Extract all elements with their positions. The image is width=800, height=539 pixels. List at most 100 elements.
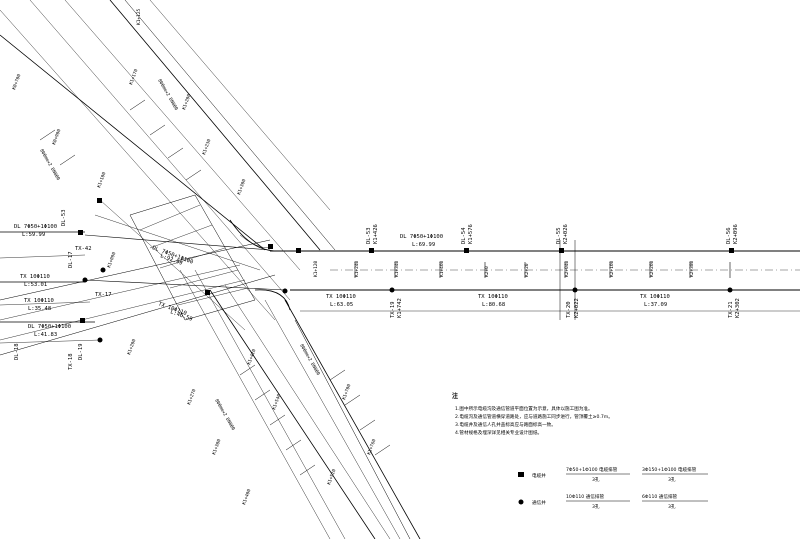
diag-road-edge-2 — [0, 34, 266, 251]
legend-spec: 6Φ110 通信排管 — [642, 493, 678, 500]
cable-well — [729, 248, 734, 253]
left-cable-spec: TX 10Φ110 — [20, 274, 50, 280]
left-tag: DL-53 — [61, 209, 67, 226]
cable-well — [268, 244, 273, 249]
label-dl55: DL-55 — [556, 227, 562, 244]
diag-station: K1+200 — [181, 93, 192, 111]
legend-count: 3孔 — [668, 503, 676, 510]
diag-station: K1+200 — [126, 338, 137, 356]
wells — [78, 198, 734, 343]
label-tx19: TX-19 — [390, 301, 396, 318]
cl-station: K1+460 — [439, 260, 445, 277]
label-tx20: TX-20 — [566, 301, 572, 318]
upper-cable-length: L:69.99 — [412, 242, 435, 248]
cl-station: K2+040 — [564, 260, 570, 277]
legend-spec: 3Φ150+1Φ100 电缆排管 — [642, 466, 697, 473]
station-label: K2+096 — [733, 224, 739, 244]
note-line: 3.电缆井及通信人孔井盖标高应与路面标高一致。 — [455, 421, 556, 428]
pipe-spec: 800mm×2 DN800 — [213, 398, 236, 432]
cl-station: K2+380 — [689, 260, 695, 277]
legend-count: 3孔 — [592, 503, 600, 510]
label-dl54: DL-54 — [461, 227, 467, 244]
diag-station: K1+125 — [136, 8, 142, 25]
cable-well — [559, 248, 564, 253]
diag-road-edge-1 — [109, 0, 321, 251]
cl-station: K2+0 — [484, 266, 490, 277]
station-label: K1+742 — [397, 298, 403, 318]
diag-station: K1+420 — [246, 348, 257, 366]
lower-cable-spec: TX 10Φ110 — [640, 294, 670, 300]
cable-well — [97, 198, 102, 203]
east-road-ticks — [354, 262, 731, 278]
cable-well — [464, 248, 469, 253]
comm-well — [389, 287, 395, 293]
cl-station: K2+20 — [524, 263, 530, 277]
left-tag: TX-18 — [68, 353, 74, 370]
comm-well — [82, 277, 88, 283]
diag-station: K1+760 — [366, 438, 377, 456]
cable-well — [205, 290, 210, 295]
east-road-text: DL-53 K1+426 DL-54 K1+576 DL-55 K2+026 D… — [313, 224, 741, 318]
legend-count: 3孔 — [592, 476, 600, 483]
legend-spec: 7Φ50+1Φ100 电缆排管 — [566, 466, 618, 473]
left-cable-spec: DL 7Φ50+1Φ100 — [14, 224, 57, 230]
legend-count: 3孔 — [668, 476, 676, 483]
intersection-text: DL 7Φ50+1Φ100 L:92.99 TX 10Φ110 L:46.59 … — [11, 8, 377, 505]
diag-station: K1+380 — [211, 438, 222, 456]
lower-cable-spec: TX 10Φ110 — [326, 294, 356, 300]
lower-cable-length: L:37.09 — [644, 302, 667, 308]
diag-road-edge-4 — [284, 299, 421, 539]
pipe-spec: 800mm×2 DN800 — [38, 148, 61, 182]
left-tag: DL-18 — [14, 343, 20, 360]
comm-well — [727, 287, 733, 293]
label-tx21: TX-21 — [728, 301, 734, 318]
left-cable-length: L:41.83 — [34, 332, 57, 338]
comm-well — [282, 288, 288, 294]
station-label: K2+022 — [574, 298, 580, 318]
comm-well — [572, 287, 578, 293]
lower-cable-length: L:80.68 — [482, 302, 505, 308]
cable-well-legend-icon — [518, 472, 524, 477]
cable-well — [78, 230, 83, 235]
diag-station: K1+100 — [96, 171, 107, 189]
comm-well-legend-icon — [518, 499, 524, 505]
diag-station: K1+400 — [241, 488, 252, 506]
cl-station: K2+260 — [649, 260, 655, 277]
diag-road-edge-3 — [209, 289, 376, 539]
cable-well — [296, 248, 301, 253]
legend-name: 通信井 — [532, 499, 546, 506]
diag-station: K1+700 — [341, 383, 352, 401]
station-label: K1+426 — [373, 224, 379, 244]
note-line: 1.图中所示电缆沟及通信管道平面位置为示意，具体以施工图为准。 — [455, 405, 593, 412]
diag-station: K1+540 — [271, 393, 282, 411]
legend-spec: 10Φ110 通信排管 — [566, 493, 604, 500]
cable-well — [369, 248, 374, 253]
label-dl56: DL-56 — [726, 227, 732, 244]
notes-title: 注 — [452, 392, 458, 400]
comm-well — [97, 337, 103, 343]
diagonal-ticks — [39, 99, 391, 476]
diag-station: K1+520 — [326, 468, 337, 486]
station-label: K2+302 — [735, 298, 741, 318]
cl-station: K1+240 — [354, 260, 360, 277]
station-label: K2+026 — [563, 224, 569, 244]
legend-block: 电缆井 7Φ50+1Φ100 电缆排管 3孔 3Φ150+1Φ100 电缆排管 … — [518, 466, 708, 510]
diag-station: K1+230 — [201, 138, 212, 156]
left-cable-length: L:35.48 — [28, 306, 51, 312]
diag-station: K0+700 — [11, 73, 22, 91]
left-cable-spec: DL 7Φ50+1Φ100 — [28, 324, 71, 330]
left-tag: DL-17 — [68, 251, 74, 268]
diag-station: K1+270 — [186, 388, 197, 406]
notes-block: 注 1.图中所示电缆沟及通信管道平面位置为示意，具体以施工图为准。 2.电缆沟及… — [452, 392, 613, 436]
station-label: K1+576 — [468, 224, 474, 244]
upper-cable-spec: DL 7Φ50+1Φ100 — [400, 234, 443, 240]
left-cable-spec: TX 10Φ110 — [24, 298, 54, 304]
left-tag: DL-19 — [78, 343, 84, 360]
diag-station: K1+300 — [236, 178, 247, 196]
pipe-spec: 800mm×2 DN800 — [156, 78, 179, 112]
cl-station: K2+160 — [609, 260, 615, 277]
lower-cable-length: L:63.05 — [330, 302, 353, 308]
lower-cable-spec: TX 10Φ110 — [478, 294, 508, 300]
note-line: 4.管材规格及埋深详见相关专业设计图纸。 — [455, 429, 542, 436]
